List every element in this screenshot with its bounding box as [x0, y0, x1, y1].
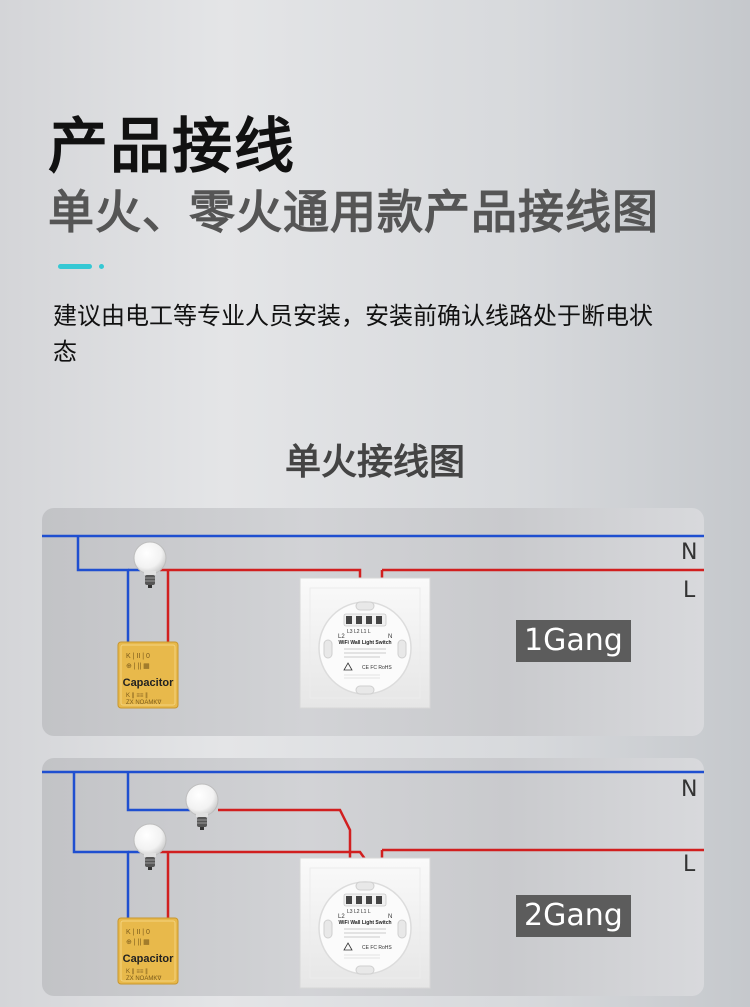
neutral-label: N [681, 540, 698, 565]
page-subtitle: 单火、零火通用款产品接线图 [48, 185, 659, 239]
gang-label-1: 1Gang [516, 620, 631, 662]
installation-notice: 建议由电工等专业人员安装，安装前确认线路处于断电状态 [53, 302, 653, 366]
neutral-label: N [681, 777, 698, 802]
diagram-panel-2gang [42, 758, 704, 996]
accent-bar [58, 264, 92, 269]
section-title: 单火接线图 [284, 442, 465, 483]
live-label: L [683, 852, 696, 877]
live-label: L [683, 578, 696, 603]
accent-dot [99, 264, 104, 269]
gang-label-2: 2Gang [516, 895, 631, 937]
page-title: 产品接线 [48, 112, 296, 182]
